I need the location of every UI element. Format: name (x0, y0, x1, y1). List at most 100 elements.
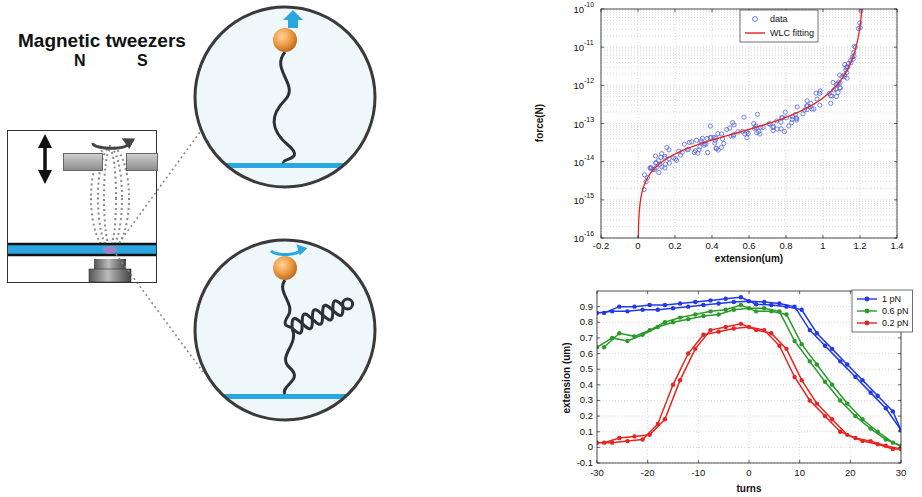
tick-mark (901, 460, 902, 463)
data-point (783, 110, 787, 114)
legend-text: WLC fitting (770, 28, 814, 38)
tick-mark (597, 431, 600, 432)
tick-mark (850, 460, 851, 463)
data-marker (808, 398, 812, 402)
data-marker (632, 434, 636, 438)
tick-label: 0.3 (580, 395, 593, 405)
data-marker (640, 308, 644, 312)
tick-mark (712, 9, 713, 12)
data-marker (716, 329, 720, 333)
tick-mark (675, 9, 676, 12)
data-marker (632, 334, 636, 338)
tick-mark (898, 400, 901, 401)
data-marker (678, 301, 682, 305)
tick-label: 20 (845, 468, 856, 478)
tick-label: 10 (573, 81, 584, 91)
grid-line (601, 89, 897, 90)
data-marker (799, 378, 803, 382)
data-marker (686, 317, 690, 321)
data-marker (830, 347, 834, 351)
grid-line (601, 67, 897, 68)
data-marker (686, 304, 690, 308)
zoom-circle (195, 7, 375, 187)
tick-mark (894, 47, 897, 48)
grid-line (597, 384, 901, 385)
grid-line (597, 447, 901, 448)
tick-label: 10 (573, 196, 584, 206)
data-marker (875, 442, 879, 446)
legend-entry: data (744, 13, 788, 25)
axis-title: turns (737, 483, 762, 494)
tick-mark (597, 291, 598, 294)
data-marker (640, 437, 644, 441)
tick-mark (601, 235, 602, 238)
tick-exponent: -15 (584, 192, 594, 200)
grid-line (601, 208, 897, 209)
data-points (642, 9, 863, 192)
grid-line (601, 73, 897, 74)
grid-line (597, 369, 901, 370)
data-marker (632, 304, 636, 308)
data-marker (860, 417, 864, 421)
data-marker (693, 300, 697, 304)
tick-label: -10 (691, 468, 705, 478)
torque-arrow (271, 248, 301, 255)
data-marker (754, 302, 758, 306)
data-marker (656, 308, 660, 312)
grid-line (786, 9, 787, 238)
tick-mark (647, 291, 648, 294)
tick-mark (698, 291, 699, 294)
tick-mark (898, 463, 901, 464)
data-marker (815, 362, 819, 366)
data-point (795, 105, 799, 109)
data-marker (784, 304, 788, 308)
tick-mark (898, 384, 901, 385)
tick-mark (597, 369, 600, 370)
tick-mark (860, 9, 861, 12)
data-point (838, 86, 842, 90)
data-point (673, 157, 677, 161)
zoom-circle-outline (195, 240, 375, 420)
tick-label: 0.8 (779, 241, 792, 251)
grid-line (601, 123, 897, 124)
data-marker (708, 309, 712, 313)
data-marker (784, 312, 788, 316)
data-point (695, 138, 699, 142)
data-marker (792, 339, 796, 343)
data-marker (723, 325, 727, 329)
tick-mark (601, 9, 604, 10)
data-point (656, 158, 660, 162)
tick-mark (894, 199, 897, 200)
tick-label: 0.4 (580, 380, 593, 390)
tick-mark (597, 306, 600, 307)
tick-exponent: -16 (584, 230, 594, 238)
tick-mark (675, 235, 676, 238)
plot-frame (601, 9, 897, 238)
tick-label: 0.2 (580, 411, 593, 421)
tick-label: -30 (590, 468, 604, 478)
tick-mark (597, 384, 600, 385)
data-line (597, 327, 901, 449)
tick-mark (850, 291, 851, 294)
tick-mark (786, 235, 787, 238)
translation-arrow (43, 141, 47, 177)
data-point (743, 132, 747, 136)
data-marker (671, 383, 675, 387)
grid-line (601, 201, 897, 202)
grid-line (601, 125, 897, 126)
legend-box (740, 10, 818, 42)
grid-line (601, 211, 897, 212)
tick-mark (894, 85, 897, 86)
legend-sample (856, 318, 878, 328)
grid-line (749, 291, 750, 463)
data-marker (732, 326, 736, 330)
data-marker (799, 308, 803, 312)
data-marker (625, 339, 629, 343)
panel-title: Magnetic tweezers (18, 30, 186, 52)
data-marker (815, 401, 819, 405)
tick-label: 0.2 (668, 241, 681, 251)
data-point (742, 115, 746, 119)
data-marker (808, 328, 812, 332)
tick-exponent: -12 (584, 77, 594, 85)
grid-line (601, 165, 897, 166)
